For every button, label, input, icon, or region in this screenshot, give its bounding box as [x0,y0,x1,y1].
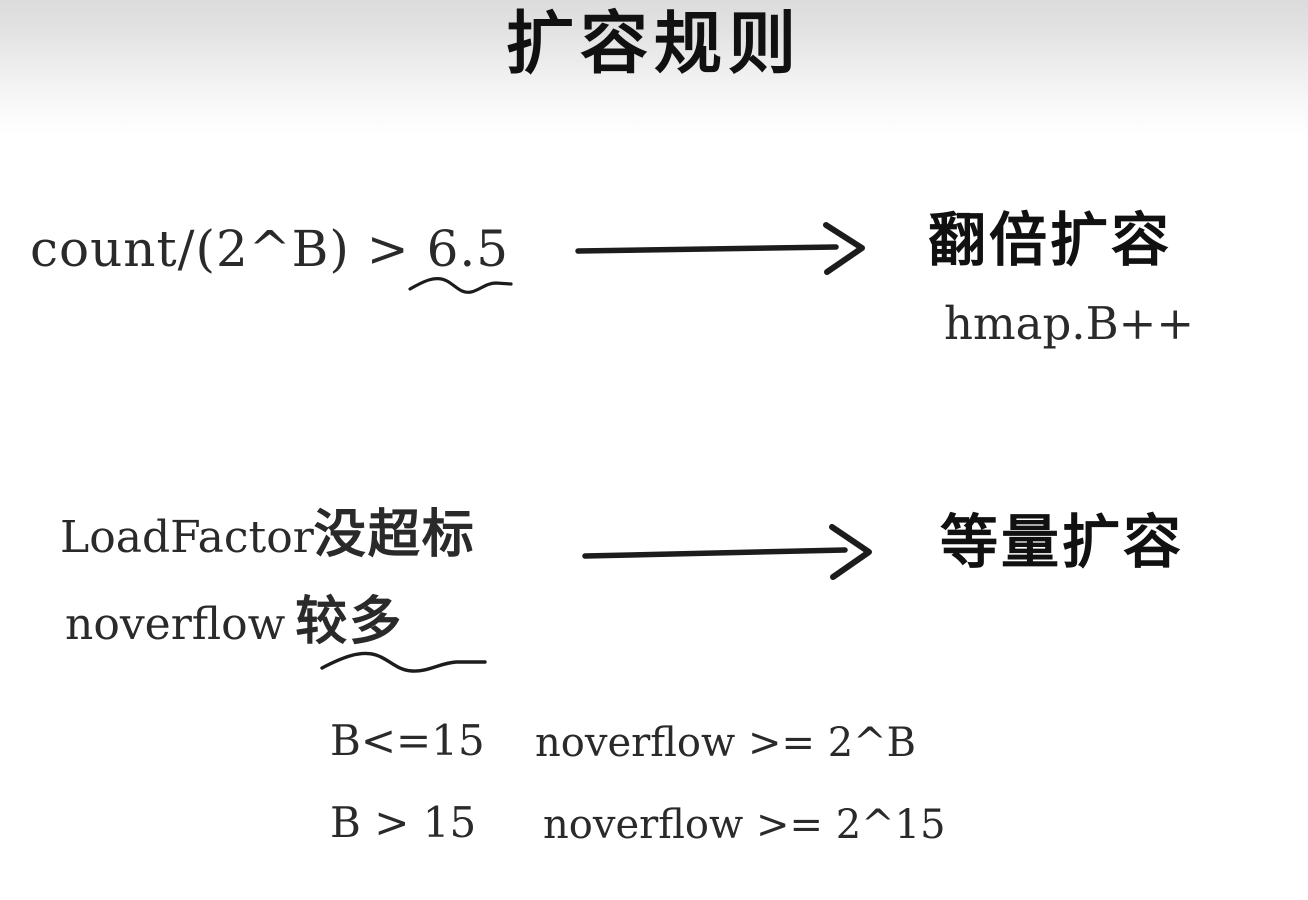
rule-2-arrow-icon [582,524,872,580]
rule-2-condition-line-1-latin: LoadFactor [60,512,314,563]
rule-2-condition-line-2-cjk: 较多 [295,591,404,652]
rule-1-emphasis-squiggle-icon [408,276,513,294]
rule-2-condition-line-1-cjk: 没超标 [313,504,476,565]
detail-row: B > 15 noverflow >= 2^15 [330,794,970,876]
detail-row-rule: noverflow >= 2^B [535,720,917,766]
rule-1-result-detail: hmap.B++ [944,297,1195,350]
detail-row-rule: noverflow >= 2^15 [543,802,946,848]
rule-2-condition-line-1: LoadFactor没超标 [60,505,476,568]
rule-1-result: 翻倍扩容 [928,206,1173,274]
detail-row: B<=15 noverflow >= 2^B [330,712,970,794]
rule-1-condition: count/(2^B) > 6.5 [30,220,510,278]
rule-1-arrow-icon [575,222,865,275]
page-title: 扩容规则 [505,4,802,84]
detail-row-condition: B<=15 [330,716,485,765]
detail-rows: B<=15 noverflow >= 2^B B > 15 noverflow … [330,712,970,876]
detail-row-condition: B > 15 [330,798,477,847]
rule-2-condition-line-2-latin: noverflow [65,599,286,650]
rule-2-result: 等量扩容 [940,508,1185,576]
rule-2-emphasis-squiggle-icon [320,651,487,673]
